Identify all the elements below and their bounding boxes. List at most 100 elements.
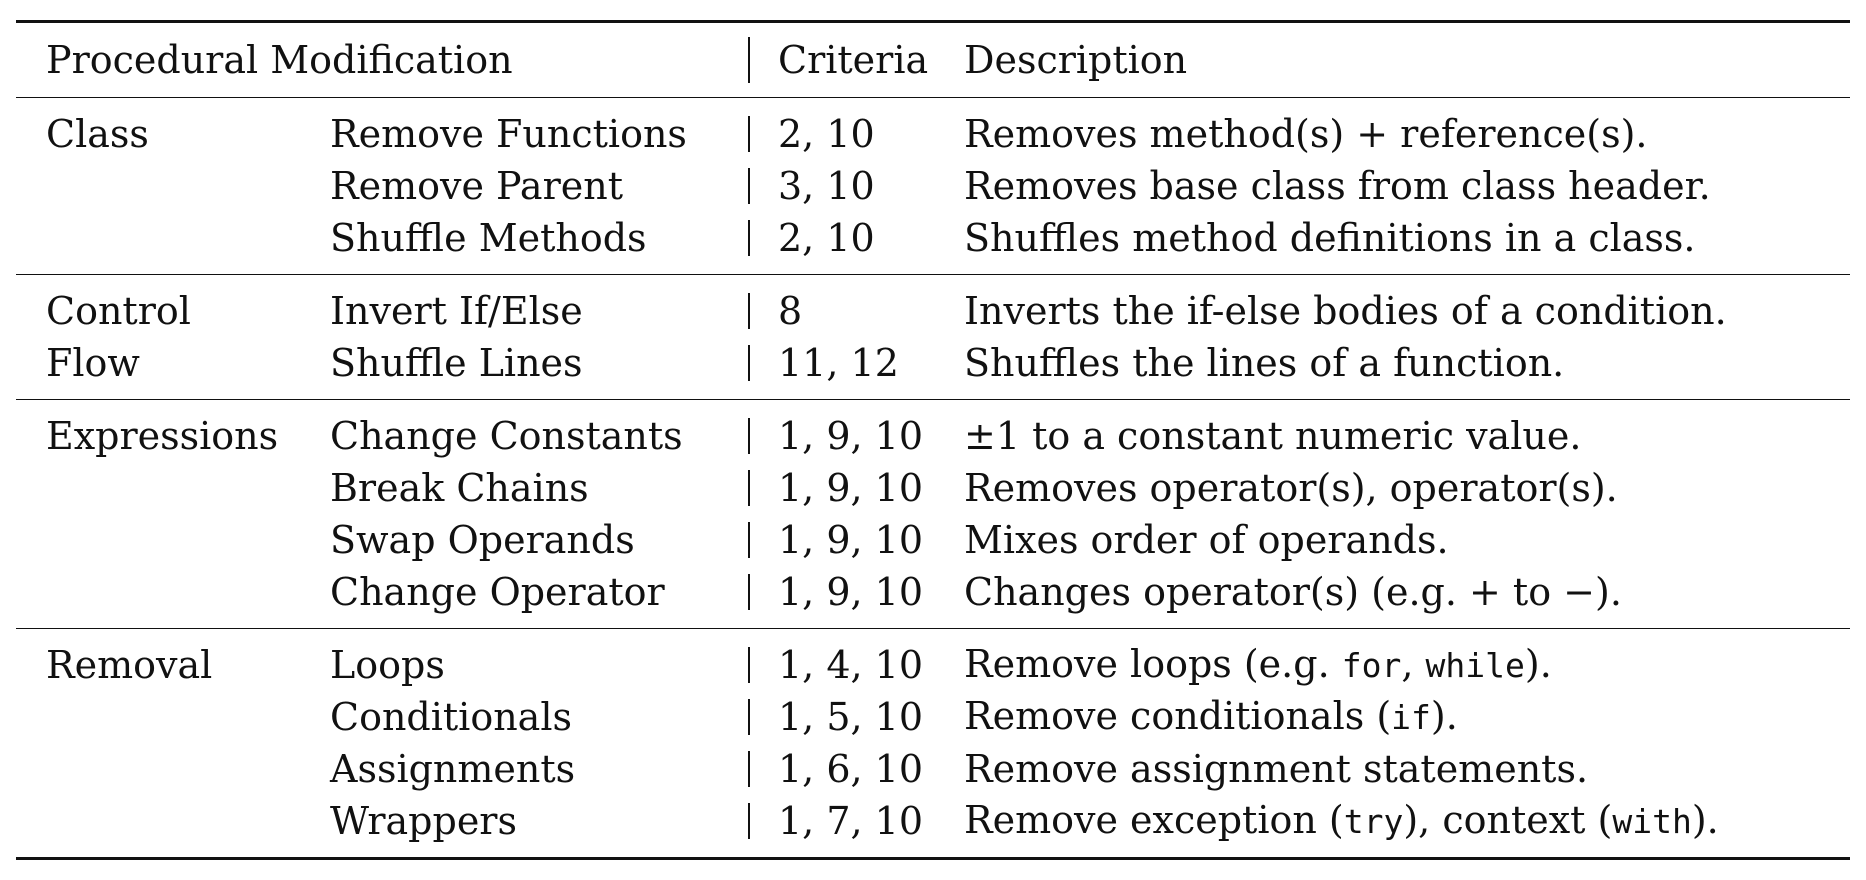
category-cell: Control — [46, 289, 191, 333]
column-separator — [748, 647, 750, 683]
column-separator — [748, 37, 750, 83]
description-cell: Remove conditionals (if). — [964, 690, 1850, 744]
column-separator — [748, 470, 750, 506]
header-description: Description — [964, 38, 1188, 82]
column-separator — [748, 574, 750, 610]
code-keyword: try — [1343, 802, 1404, 841]
code-keyword: if — [1391, 698, 1431, 737]
description-cell: ±1 to a constant numeric value. — [964, 414, 1582, 458]
column-separator — [748, 345, 750, 381]
bottom-rule — [16, 857, 1850, 860]
description-cell: Shuffles the lines of a function. — [964, 341, 1565, 385]
description-cell: Removes operator(s), operator(s). — [964, 466, 1618, 510]
modification-cell: Break Chains — [330, 466, 589, 510]
description-cell: Remove loops (e.g. for, while). — [964, 638, 1850, 692]
description-text: , — [1401, 642, 1426, 686]
table-row: Break Chains 1, 9, 10 Removes operator(s),… — [16, 462, 1850, 514]
description-cell: Remove exception (try), context (with). — [964, 794, 1850, 848]
row-group: Control Invert If/Else 8 Inverts the if-els… — [16, 275, 1850, 399]
category-cell: Flow — [46, 341, 140, 385]
criteria-cell: 1, 7, 10 — [778, 799, 924, 843]
table-row: Conditionals 1, 5, 10 Remove conditionals … — [16, 691, 1850, 743]
criteria-cell: 1, 5, 10 — [778, 695, 924, 739]
criteria-cell: 3, 10 — [778, 164, 875, 208]
description-cell: Removes base class from class header. — [964, 164, 1711, 208]
group-rule — [16, 97, 1850, 98]
modification-cell: Invert If/Else — [330, 289, 583, 333]
modification-cell: Conditionals — [330, 695, 572, 739]
modification-cell: Swap Operands — [330, 518, 635, 562]
row-group: Expressions Change Constants 1, 9, 10 ±1 to… — [16, 400, 1850, 628]
column-separator — [748, 803, 750, 839]
description-text: ). — [1691, 798, 1719, 842]
description-text: ). — [1524, 642, 1552, 686]
description-text: ). — [1430, 694, 1458, 738]
group-rule — [16, 399, 1850, 400]
category-cell: Expressions — [46, 414, 279, 458]
table-row: Shuffle Methods 2, 10 Shuffles method defi… — [16, 212, 1850, 264]
table-row: Control Invert If/Else 8 Inverts the if-els… — [16, 285, 1850, 337]
modification-cell: Shuffle Lines — [330, 341, 583, 385]
description-cell: Removes method(s) + reference(s). — [964, 112, 1648, 156]
description-text: Remove loops (e.g. — [964, 642, 1342, 686]
modification-cell: Change Operator — [330, 570, 665, 614]
column-separator — [748, 418, 750, 454]
description-cell: Mixes order of operands. — [964, 518, 1449, 562]
criteria-cell: 1, 9, 10 — [778, 466, 924, 510]
category-cell: Removal — [46, 643, 213, 687]
criteria-cell: 2, 10 — [778, 112, 875, 156]
table-body: Class Remove Functions 2, 10 Removes method… — [16, 97, 1850, 857]
top-rule — [16, 20, 1850, 23]
description-text: ), context ( — [1403, 798, 1613, 842]
row-group: Class Remove Functions 2, 10 Removes method… — [16, 98, 1850, 274]
description-cell: Remove assignment statements. — [964, 747, 1589, 791]
criteria-cell: 1, 9, 10 — [778, 518, 924, 562]
description-cell: Shuffles method definitions in a class. — [964, 216, 1696, 260]
modification-cell: Shuffle Methods — [330, 216, 647, 260]
header-criteria: Criteria — [778, 38, 929, 82]
modifications-table: Procedural Modification Criteria Descrip… — [16, 20, 1850, 860]
criteria-cell: 11, 12 — [778, 341, 899, 385]
table-row: Wrappers 1, 7, 10 Remove exception (try), … — [16, 795, 1850, 847]
modification-cell: Loops — [330, 643, 445, 687]
table-row: Remove Parent 3, 10 Removes base class fro… — [16, 160, 1850, 212]
criteria-cell: 2, 10 — [778, 216, 875, 260]
column-separator — [748, 699, 750, 735]
column-separator — [748, 116, 750, 152]
code-keyword: with — [1612, 802, 1692, 841]
modification-cell: Assignments — [330, 747, 576, 791]
code-keyword: for — [1341, 646, 1402, 685]
column-separator — [748, 522, 750, 558]
criteria-cell: 1, 6, 10 — [778, 747, 924, 791]
header-row: Procedural Modification Criteria Descrip… — [16, 23, 1850, 97]
modification-cell: Remove Functions — [330, 112, 687, 156]
code-keyword: while — [1425, 646, 1525, 685]
modification-cell: Remove Parent — [330, 164, 623, 208]
table-row: Flow Shuffle Lines 11, 12 Shuffles the line… — [16, 337, 1850, 389]
column-separator — [748, 751, 750, 787]
table-row: Assignments 1, 6, 10 Remove assignment sta… — [16, 743, 1850, 795]
description-cell: Inverts the if-else bodies of a conditio… — [964, 289, 1727, 333]
row-group: Removal Loops 1, 4, 10 Remove loops (e.g. f… — [16, 629, 1850, 857]
table-row: Swap Operands 1, 9, 10 Mixes order of oper… — [16, 514, 1850, 566]
criteria-cell: 1, 9, 10 — [778, 570, 924, 614]
category-cell: Class — [46, 112, 149, 156]
table-row: Removal Loops 1, 4, 10 Remove loops (e.g. f… — [16, 639, 1850, 691]
modification-cell: Wrappers — [330, 799, 517, 843]
column-separator — [748, 168, 750, 204]
criteria-cell: 8 — [778, 289, 803, 333]
criteria-cell: 1, 4, 10 — [778, 643, 924, 687]
description-text: Remove conditionals ( — [964, 694, 1392, 738]
description-text: Remove exception ( — [964, 798, 1344, 842]
column-separator — [748, 220, 750, 256]
header-procedural-modification: Procedural Modification — [46, 38, 513, 82]
description-cell: Changes operator(s) (e.g. + to −). — [964, 570, 1622, 614]
group-rule — [16, 628, 1850, 629]
table-row: Change Operator 1, 9, 10 Changes operator(… — [16, 566, 1850, 618]
table-row: Class Remove Functions 2, 10 Removes method… — [16, 108, 1850, 160]
group-rule — [16, 274, 1850, 275]
criteria-cell: 1, 9, 10 — [778, 414, 924, 458]
column-separator — [748, 293, 750, 329]
modification-cell: Change Constants — [330, 414, 683, 458]
table-row: Expressions Change Constants 1, 9, 10 ±1 to… — [16, 410, 1850, 462]
